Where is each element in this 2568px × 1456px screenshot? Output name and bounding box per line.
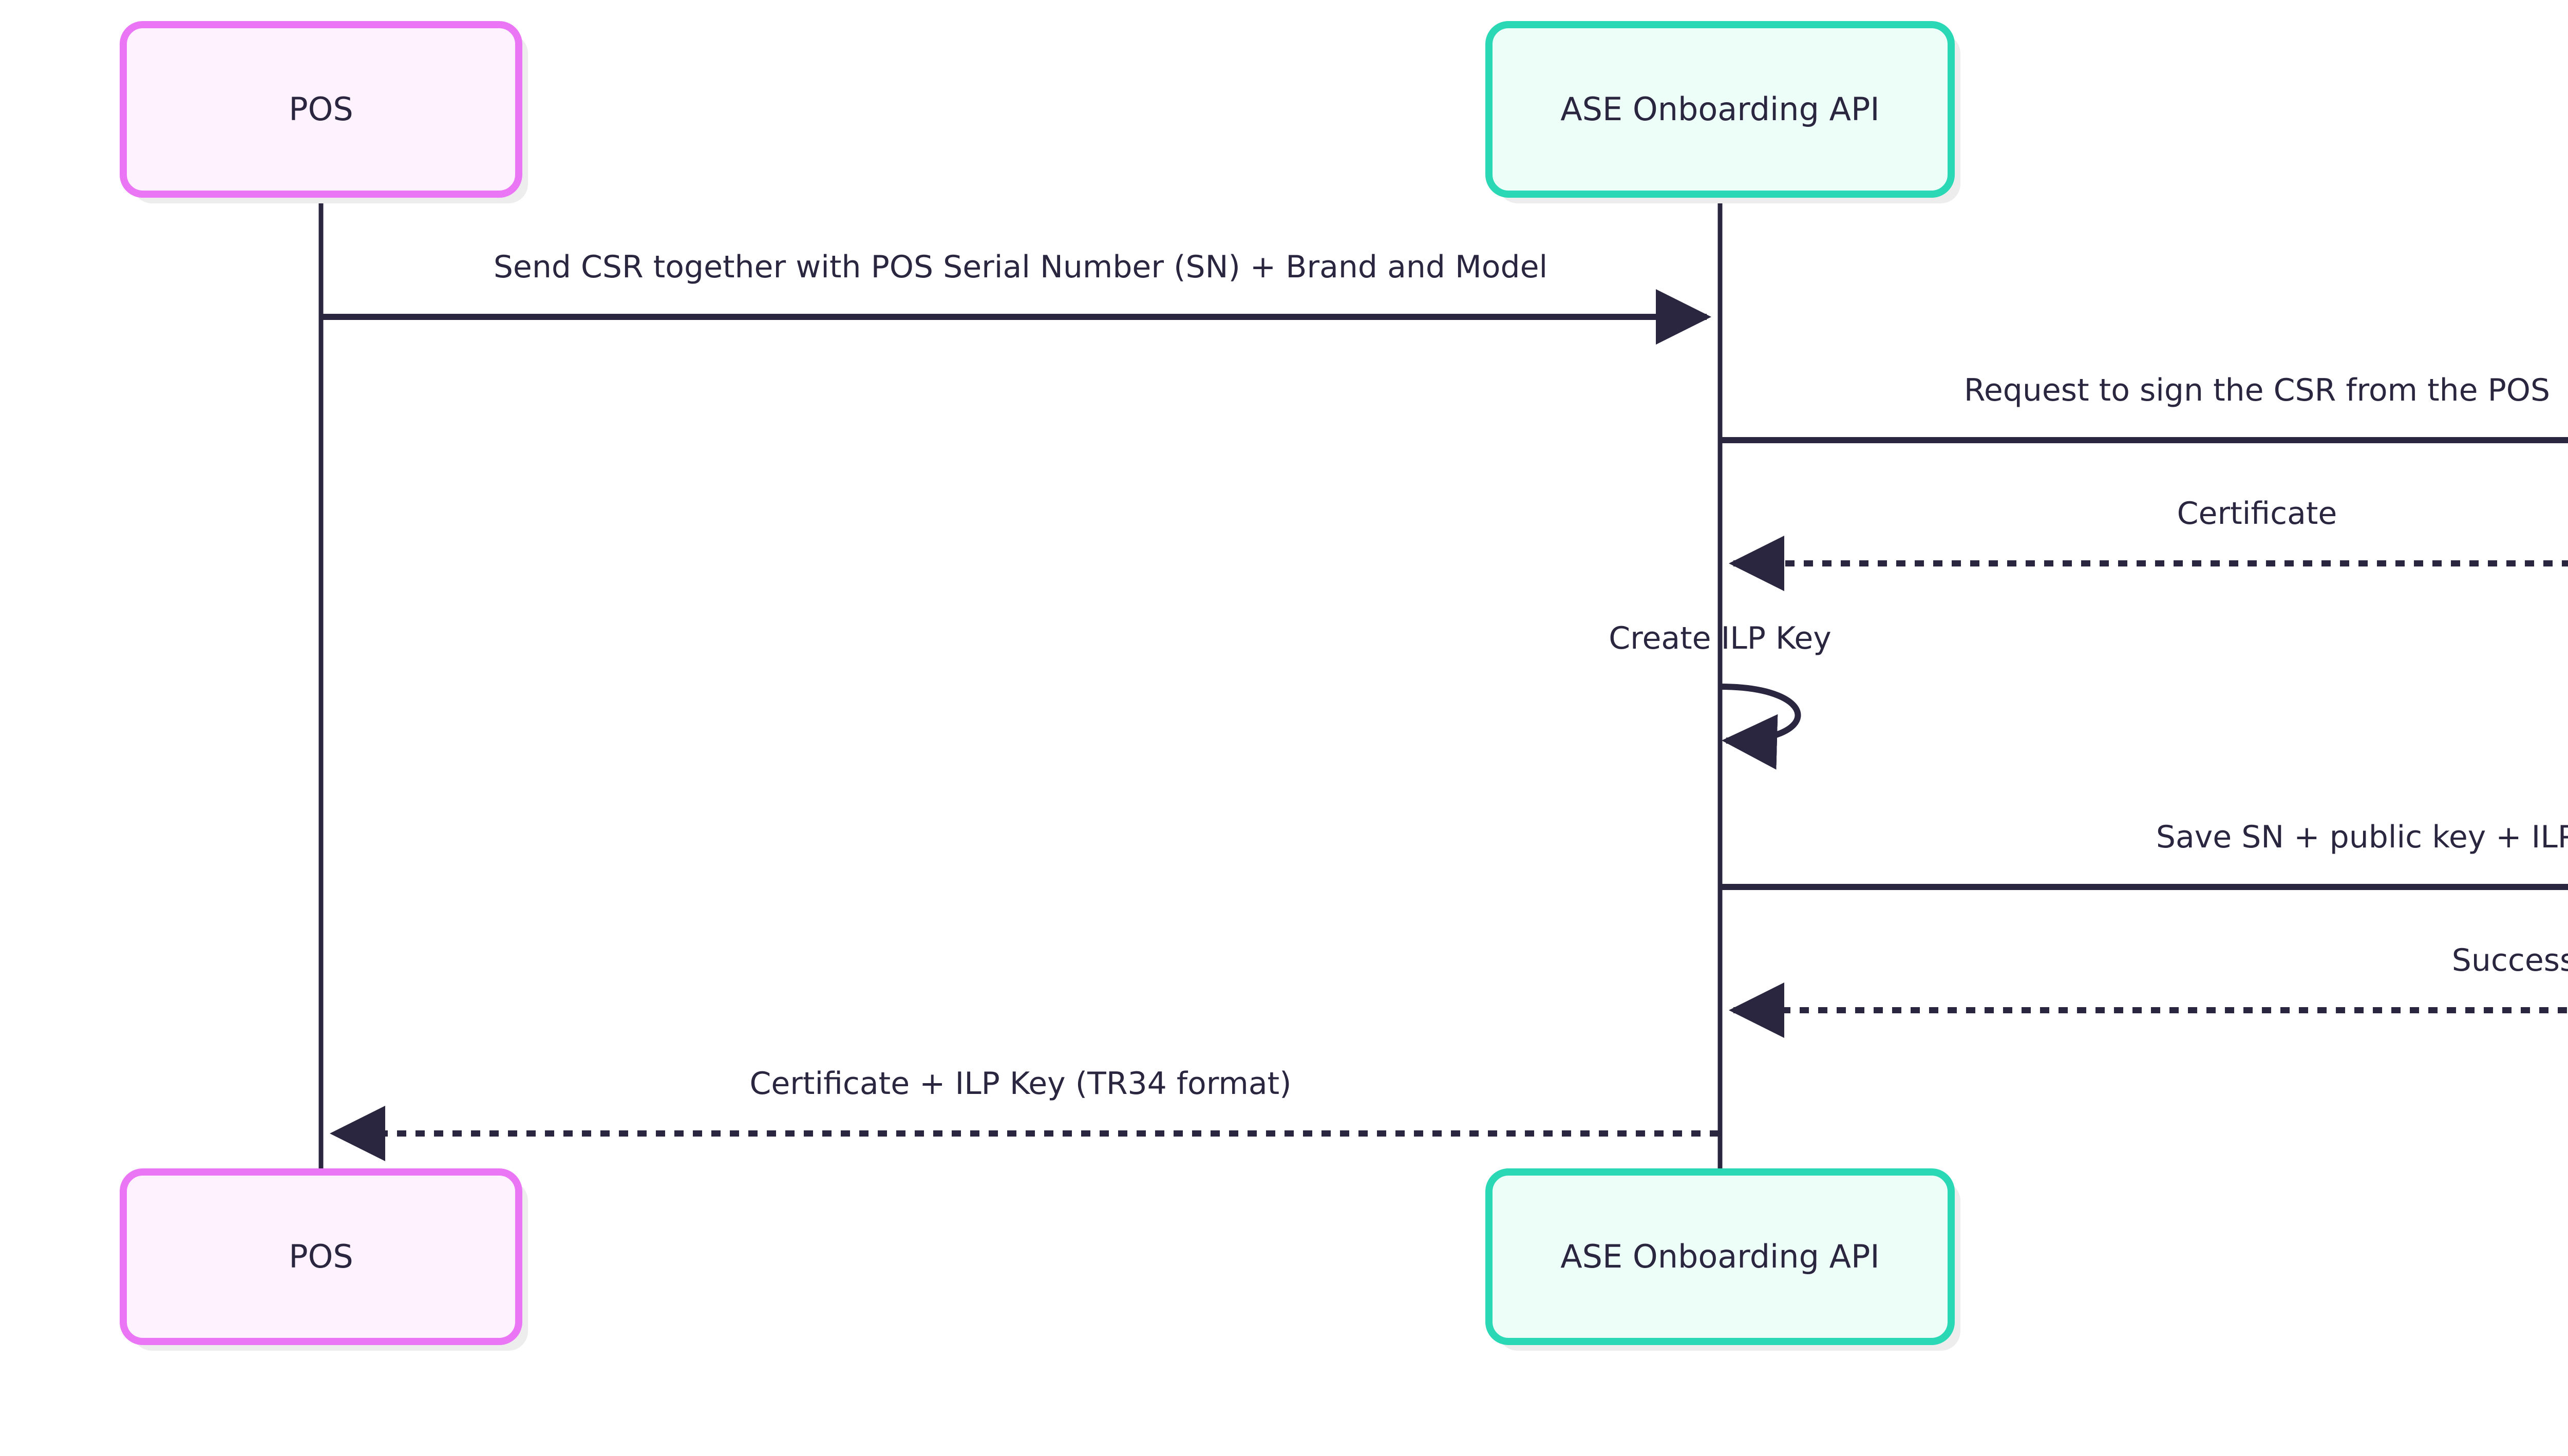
- message-label-6: Success: [2452, 942, 2568, 978]
- actor-box-pos-top[interactable]: [120, 21, 522, 198]
- message-label-4: Create ILP Key: [1609, 620, 1831, 656]
- message-label-7: Certificate + ILP Key (TR34 format): [749, 1066, 1291, 1102]
- actor-box-api-top[interactable]: [1485, 21, 1955, 198]
- lifelines-group: [318, 194, 1723, 1172]
- actor-label-pos-bottom: POS: [289, 1238, 353, 1275]
- actor-label-pos-top: POS: [289, 90, 353, 128]
- actor-box-pos-bottom[interactable]: [120, 1168, 522, 1345]
- message-2[interactable]: Request to sign the CSR from the POS: [1721, 372, 2568, 443]
- message-4[interactable]: Create ILP Key: [1609, 620, 1831, 770]
- actor-label-api-top: ASE Onboarding API: [1560, 90, 1879, 128]
- message-5[interactable]: Save SN + public key + ILP Key (Terminal…: [1721, 819, 2568, 890]
- message-7[interactable]: Certificate + ILP Key (TR34 format): [330, 1066, 1719, 1161]
- message-6[interactable]: Success: [1729, 942, 2568, 1038]
- message-1[interactable]: Send CSR together with POS Serial Number…: [322, 249, 1711, 345]
- actor-label-api-bottom: ASE Onboarding API: [1560, 1238, 1879, 1275]
- message-label-5: Save SN + public key + ILP Key (Terminal…: [2156, 819, 2568, 855]
- actor-box-api-bottom[interactable]: [1485, 1168, 1955, 1345]
- actor-boxes-group: POS POS ASE Onboarding API ASE Onboarding A…: [120, 21, 1960, 1351]
- message-3[interactable]: Certificate: [1729, 496, 2568, 591]
- message-label-2: Request to sign the CSR from the POS: [1964, 372, 2550, 408]
- messages-group: Send CSR together with POS Serial Number…: [322, 249, 2568, 1161]
- message-line-4: [1720, 684, 1801, 770]
- message-label-3: Certificate: [2177, 496, 2337, 532]
- message-label-1: Send CSR together with POS Serial Number…: [494, 249, 1547, 285]
